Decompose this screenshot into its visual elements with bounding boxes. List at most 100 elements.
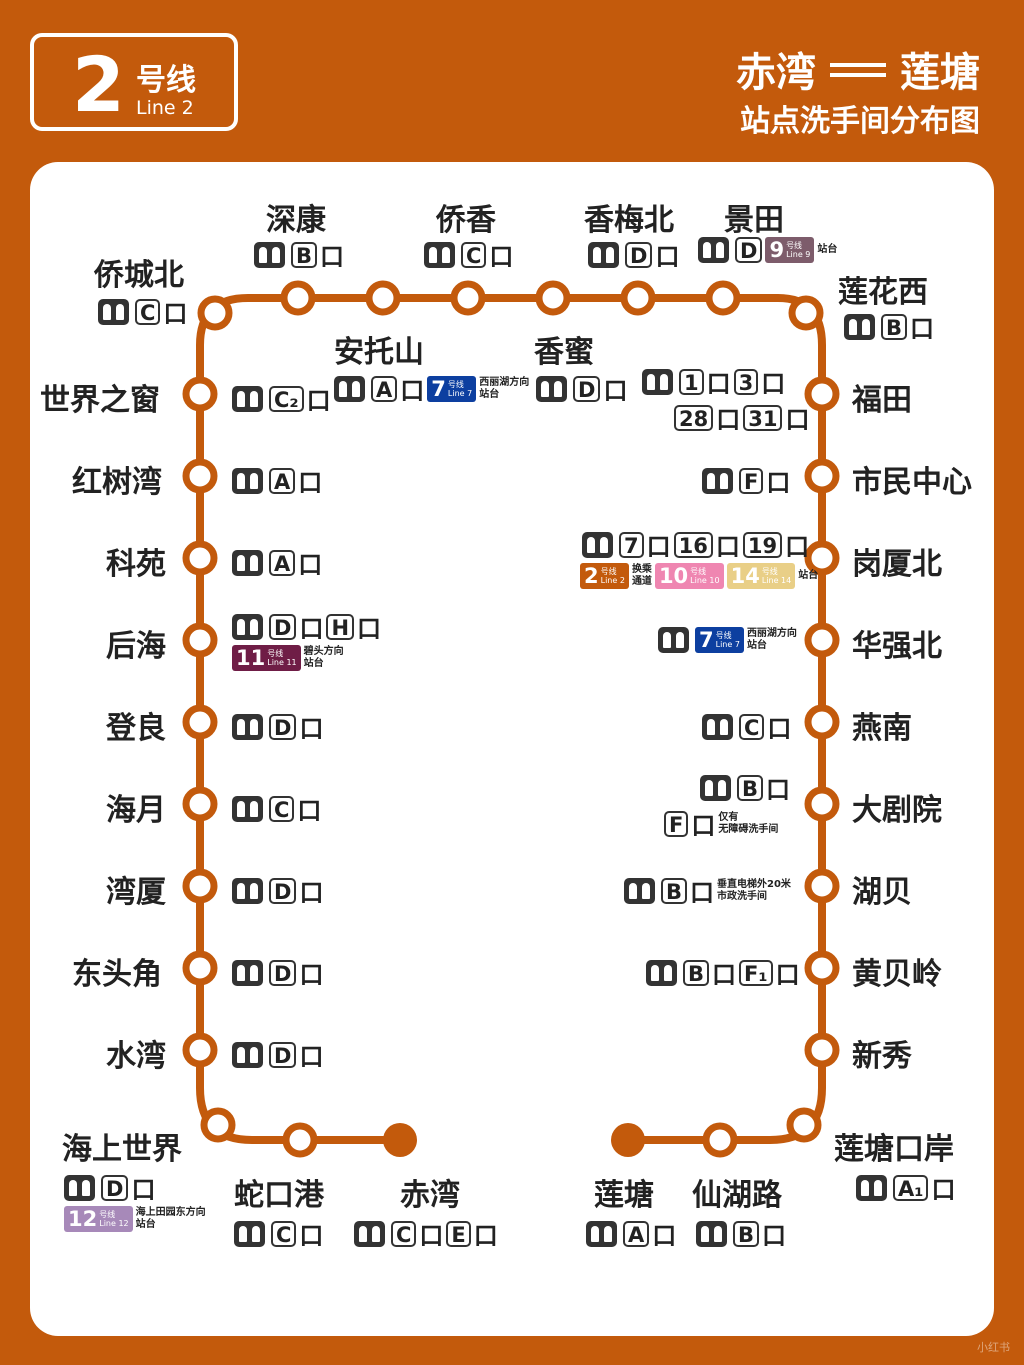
exit-label: C bbox=[391, 1220, 417, 1247]
station-dot bbox=[182, 704, 218, 740]
restroom-icon bbox=[64, 1174, 95, 1201]
station-name: 莲塘口岸 bbox=[834, 1132, 954, 1167]
line-label-cn: 号线 bbox=[136, 63, 196, 98]
station-name: 东头角 bbox=[72, 957, 162, 992]
exit-label: C bbox=[269, 795, 295, 822]
exit-label: D bbox=[269, 1041, 297, 1068]
restroom-icon bbox=[702, 713, 733, 740]
station-name: 仙湖路 bbox=[692, 1178, 782, 1213]
restroom-icon bbox=[844, 313, 875, 340]
station-name: 红树湾 bbox=[72, 465, 162, 500]
station-dot bbox=[182, 376, 218, 412]
station-dot bbox=[786, 1107, 822, 1143]
station-dot bbox=[804, 622, 840, 658]
station-name: 华强北 bbox=[852, 629, 942, 664]
route-from: 赤湾 bbox=[736, 50, 816, 96]
exit-label: C bbox=[271, 1220, 297, 1247]
station-dot bbox=[182, 622, 218, 658]
restroom-icon bbox=[232, 959, 263, 986]
restroom-icon bbox=[232, 549, 263, 576]
exit-label: D bbox=[735, 237, 763, 263]
exit-label: B bbox=[661, 877, 688, 904]
exit-label: B bbox=[291, 241, 318, 268]
station-name: 科苑 bbox=[106, 547, 166, 582]
station-dot bbox=[804, 868, 840, 904]
restroom-icon bbox=[354, 1220, 385, 1247]
transfer-note: 站台 bbox=[798, 570, 819, 581]
line-number: 2 bbox=[72, 40, 125, 129]
station-name: 香蜜 bbox=[534, 335, 594, 370]
station-name: 湾厦 bbox=[106, 875, 166, 910]
restroom-icon bbox=[696, 1220, 727, 1247]
restroom-icon bbox=[232, 877, 263, 904]
transfer-note: 换乘通道 bbox=[631, 564, 652, 587]
exit-label: A₁ bbox=[893, 1174, 929, 1201]
exit-label: F₁ bbox=[739, 959, 773, 986]
terminal-dot-chiwan bbox=[383, 1123, 417, 1157]
station-dot bbox=[182, 786, 218, 822]
exit-label: B bbox=[737, 774, 764, 801]
exit-label: E bbox=[446, 1220, 471, 1247]
station-name: 景田 bbox=[724, 203, 784, 238]
station-dot bbox=[450, 280, 486, 316]
exit-label: D bbox=[625, 241, 653, 268]
station-dot bbox=[182, 868, 218, 904]
exit-label: 19 bbox=[742, 531, 783, 558]
station-name: 安托山 bbox=[334, 335, 424, 370]
exit-label: 1 bbox=[679, 368, 704, 395]
restroom-icon bbox=[234, 1220, 265, 1247]
transfer-note: 西丽湖方向站台 bbox=[479, 376, 530, 400]
station-name: 莲塘 bbox=[594, 1178, 654, 1213]
restroom-icon bbox=[702, 467, 733, 494]
station-name: 莲花西 bbox=[838, 275, 928, 310]
exit-label: D bbox=[269, 613, 297, 640]
station-dot bbox=[804, 376, 840, 412]
restroom-icon bbox=[658, 627, 689, 653]
restroom-icon bbox=[588, 241, 619, 268]
restroom-icon bbox=[232, 467, 263, 494]
exit-label: C₂ bbox=[269, 385, 304, 412]
restroom-icon bbox=[646, 959, 677, 986]
station-dot bbox=[702, 1122, 738, 1158]
station-name: 赤湾 bbox=[400, 1178, 460, 1213]
exit-label: C bbox=[135, 298, 161, 325]
map-card bbox=[30, 162, 994, 1336]
transfer-note: 西丽湖方向站台 bbox=[746, 628, 797, 651]
station-name: 燕南 bbox=[852, 711, 912, 746]
restroom-icon bbox=[698, 237, 729, 263]
station-dot bbox=[804, 786, 840, 822]
exit-label: B bbox=[733, 1220, 760, 1247]
restroom-icon bbox=[334, 375, 365, 402]
station-dot bbox=[535, 280, 571, 316]
station-name: 深康 bbox=[266, 203, 326, 238]
restroom-icon bbox=[232, 795, 263, 822]
station-dot bbox=[804, 540, 840, 576]
exit-label: 16 bbox=[673, 531, 713, 558]
line-label-en: Line 2 bbox=[136, 97, 194, 119]
transfer-note: 海上田园东方向站台 bbox=[135, 1207, 206, 1230]
station-dot bbox=[804, 950, 840, 986]
exit-label: 31 bbox=[743, 404, 783, 431]
